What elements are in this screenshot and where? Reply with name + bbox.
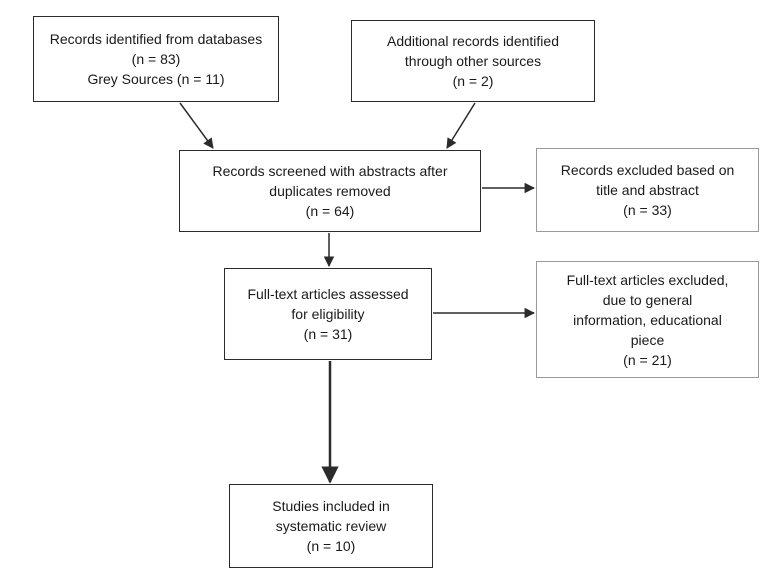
- arrow-additional-to-screened: [446, 102, 476, 149]
- arrow-identified-to-screened: [179, 102, 214, 149]
- box-text-line: Additional records identified: [387, 33, 559, 49]
- box-text-line: (n = 83): [131, 51, 181, 67]
- box-text-line: Records screened with abstracts after: [212, 163, 448, 179]
- box-text-line: due to general: [602, 291, 693, 308]
- box-text-line: through other sources: [404, 53, 542, 69]
- box-text-line: piece: [630, 331, 665, 348]
- studies-included-box: Studies included in systematic review (n…: [229, 484, 433, 568]
- box-text-line: (n = 64): [305, 203, 355, 219]
- fulltext-excluded-box: Full-text articles excluded, due to gene…: [536, 261, 759, 378]
- records-identified-box: Records identified from databases (n = 8…: [33, 16, 279, 102]
- box-text-line: for eligibility: [291, 306, 365, 322]
- fulltext-assessed-box: Full-text articles assessed for eligibil…: [224, 268, 432, 360]
- box-text-line: (n = 2): [452, 73, 494, 89]
- box-text-line: duplicates removed: [269, 183, 391, 199]
- box-text-line: Full-text articles assessed: [247, 286, 409, 302]
- box-text-line: information, educational: [573, 311, 722, 328]
- box-text-line: systematic review: [275, 518, 387, 534]
- box-text-line: Full-text articles excluded,: [566, 271, 729, 288]
- box-text-line: title and abstract: [596, 182, 699, 198]
- box-text-line: (n = 31): [303, 326, 353, 342]
- records-screened-box: Records screened with abstracts after du…: [179, 150, 481, 232]
- box-text-line: Records excluded based on: [560, 162, 735, 178]
- records-excluded-box: Records excluded based on title and abst…: [536, 148, 759, 232]
- box-text-line: (n = 10): [306, 538, 356, 554]
- box-text-line: Grey Sources (n = 11): [87, 71, 225, 87]
- box-text-line: Records identified from databases: [49, 31, 263, 47]
- box-text-line: (n = 21): [623, 351, 672, 368]
- box-text-line: Studies included in: [272, 498, 390, 514]
- additional-records-box: Additional records identified through ot…: [351, 20, 595, 102]
- box-text-line: (n = 33): [623, 202, 672, 218]
